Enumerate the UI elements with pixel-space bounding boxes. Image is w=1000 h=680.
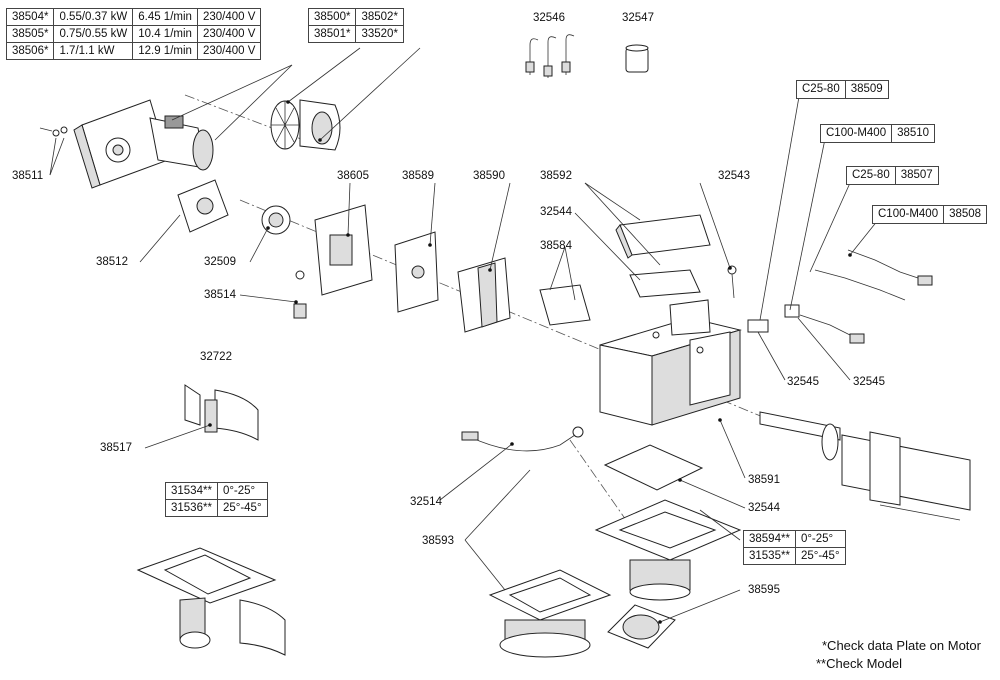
hooks-part	[525, 34, 649, 78]
voltage-cell: 230/400 V	[196, 25, 262, 43]
motor-footnote: *Check data Plate on Motor	[822, 638, 981, 653]
part-number: 38507	[894, 167, 938, 184]
screw-tube-part	[759, 411, 971, 521]
part-label-38589: 38589	[402, 170, 434, 182]
part-label-38605: 38605	[337, 170, 369, 182]
hopper-middle-part	[488, 569, 612, 658]
gear-motor-part	[39, 99, 214, 189]
part-label-38591: 38591	[748, 474, 780, 486]
table-row: 31536** 25°-45°	[165, 499, 268, 517]
part-number-cell: 38500*	[307, 8, 357, 26]
flange-38595-part	[607, 604, 676, 649]
part-number-cell: 31535**	[743, 547, 796, 565]
part-label-32722: 32722	[200, 351, 232, 363]
table-row: 31535** 25°-45°	[743, 547, 846, 565]
part-number: 38510	[891, 125, 934, 142]
angle-cell: 25°-45°	[794, 547, 846, 565]
model-name: C100-M400	[878, 208, 939, 220]
table-row: 31534** 0°-25°	[165, 482, 268, 500]
angle-cell: 25°-45°	[216, 499, 268, 517]
model-name: C100-M400	[826, 127, 887, 139]
fan-part-table: 38500* 38502* 38501* 33520*	[307, 8, 404, 43]
part-label-38592: 38592	[540, 170, 572, 182]
model-box-c25-80-38509: C25-80 38509	[796, 80, 889, 99]
part-label-38584: 38584	[540, 240, 572, 252]
part-label-38517: 38517	[100, 442, 132, 454]
hopper-angle-table-right: 38594** 0°-25° 31535** 25°-45°	[743, 530, 846, 565]
model-box-c100-m400-38508: C100-M400 38508	[872, 205, 988, 224]
table-row: 38594** 0°-25°	[743, 530, 846, 548]
screw-housing-part	[599, 317, 742, 426]
sensor-cables-part	[727, 249, 933, 344]
part-number-cell: 38506*	[5, 42, 55, 60]
part-label-32544-bottom: 32544	[748, 502, 780, 514]
part-label-32544-top: 32544	[540, 206, 572, 218]
hopper-left-part	[136, 547, 286, 656]
part-number-cell: 38504*	[5, 8, 55, 26]
leader-lines	[49, 47, 879, 623]
leader-dots	[208, 100, 852, 624]
speed-cell: 6.45 1/min	[132, 8, 198, 26]
part-label-38593: 38593	[422, 535, 454, 547]
power-cell: 0.55/0.37 kW	[53, 8, 134, 26]
power-cell: 1.7/1.1 kW	[53, 42, 134, 60]
part-number-cell: 38501*	[307, 25, 357, 43]
part-number-cell: 31536**	[165, 499, 218, 517]
part-number-cell: 38502*	[355, 8, 404, 26]
voltage-cell: 230/400 V	[196, 42, 262, 60]
part-number-cell: 31534**	[165, 482, 218, 500]
gasket-bottom-part	[603, 444, 704, 491]
part-number-cell: 38594**	[743, 530, 796, 548]
table-row: 38505* 0.75/0.55 kW 10.4 1/min 230/400 V	[5, 25, 262, 43]
motor-flange-part	[177, 179, 307, 319]
part-number-cell: 38505*	[5, 25, 55, 43]
part-label-32546: 32546	[533, 12, 565, 24]
part-number: 38509	[844, 81, 888, 98]
voltage-cell: 230/400 V	[196, 8, 262, 26]
part-label-32543: 32543	[718, 170, 750, 182]
fan-part	[270, 99, 341, 151]
bracket-32722-part	[184, 384, 259, 441]
part-number: 38508	[943, 206, 986, 223]
speed-cell: 10.4 1/min	[132, 25, 198, 43]
hopper-right-part	[594, 499, 742, 601]
model-box-c100-m400-38510: C100-M400 38510	[820, 124, 936, 143]
model-name: C25-80	[852, 169, 890, 181]
power-cell: 0.75/0.55 kW	[53, 25, 134, 43]
part-label-32545-left: 32545	[787, 376, 819, 388]
end-plates-part	[314, 204, 511, 333]
hopper-angle-table-left: 31534** 0°-25° 31536** 25°-45°	[165, 482, 268, 517]
table-row: 38504* 0.55/0.37 kW 6.45 1/min 230/400 V	[5, 8, 262, 26]
model-name: C25-80	[802, 83, 840, 95]
part-label-38512: 38512	[96, 256, 128, 268]
part-label-38590: 38590	[473, 170, 505, 182]
speed-cell: 12.9 1/min	[132, 42, 198, 60]
table-row: 38506* 1.7/1.1 kW 12.9 1/min 230/400 V	[5, 42, 262, 60]
part-label-38595: 38595	[748, 584, 780, 596]
lid-part	[539, 214, 711, 336]
part-label-38511: 38511	[12, 170, 44, 182]
part-label-32509: 32509	[204, 256, 236, 268]
angle-cell: 0°-25°	[216, 482, 268, 500]
part-number-cell: 33520*	[355, 25, 404, 43]
model-box-c25-80-38507: C25-80 38507	[846, 166, 939, 185]
part-label-38514: 38514	[204, 289, 236, 301]
part-label-32545-right: 32545	[853, 376, 885, 388]
motor-spec-table: 38504* 0.55/0.37 kW 6.45 1/min 230/400 V…	[5, 8, 262, 60]
angle-cell: 0°-25°	[794, 530, 846, 548]
part-label-32514: 32514	[410, 496, 442, 508]
table-row: 38501* 33520*	[307, 25, 404, 43]
model-footnote: **Check Model	[816, 656, 902, 671]
part-label-32547: 32547	[622, 12, 654, 24]
temperature-sensor-part	[461, 426, 584, 452]
table-row: 38500* 38502*	[307, 8, 404, 26]
